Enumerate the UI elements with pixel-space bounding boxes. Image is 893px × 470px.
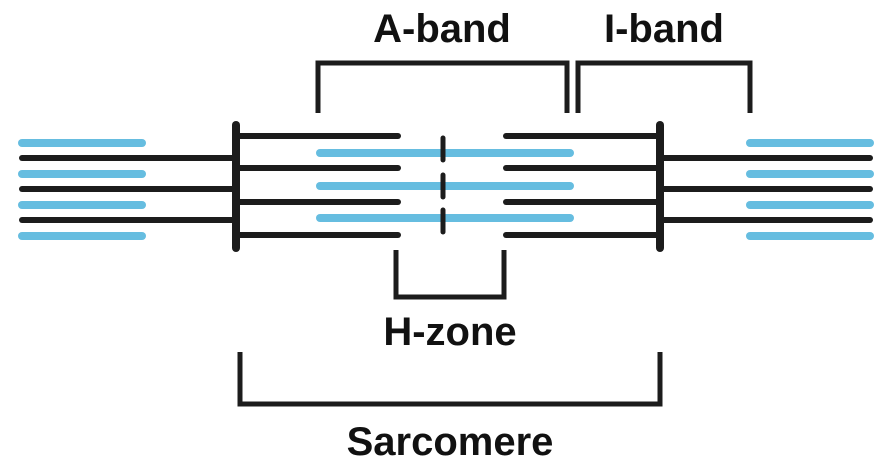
right-outer-thin-filaments [746, 139, 874, 240]
z-lines [232, 121, 664, 252]
sarcomere-label: Sarcomere [347, 420, 554, 464]
a-band-bracket [315, 60, 570, 113]
outer-thick-lines [19, 155, 873, 223]
h-zone-bracket [393, 250, 507, 300]
sarcomere-bracket [237, 352, 663, 407]
inner-thick-lines [233, 133, 663, 238]
i-band-label: I-band [604, 7, 724, 51]
left-outer-thin-filaments [18, 139, 146, 240]
h-zone-label: H-zone [383, 310, 516, 354]
a-band-label: A-band [373, 7, 511, 51]
i-band-bracket [575, 60, 753, 113]
